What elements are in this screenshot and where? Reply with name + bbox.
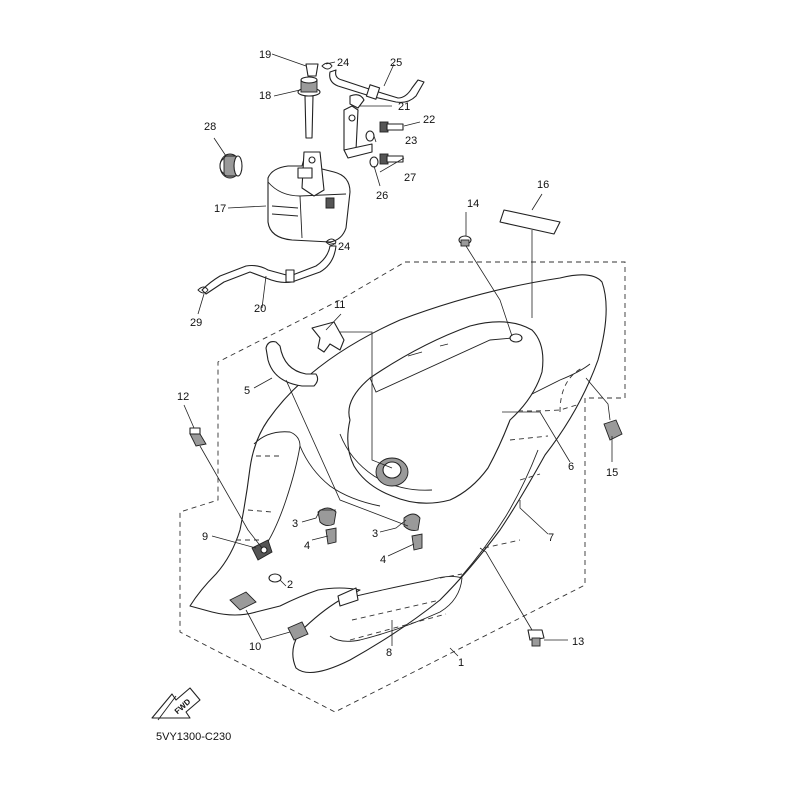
nut-3-right bbox=[403, 513, 421, 531]
callout-4-left: 4 bbox=[304, 540, 310, 552]
leader-lines bbox=[183, 53, 613, 657]
callout-21: 21 bbox=[398, 101, 410, 113]
callout-11: 11 bbox=[334, 299, 345, 311]
callout-10: 10 bbox=[249, 641, 261, 653]
callout-5: 5 bbox=[244, 385, 250, 397]
callout-16: 16 bbox=[537, 179, 549, 191]
fwd-arrow-icon: FWD bbox=[151, 687, 201, 721]
damper-10-b bbox=[287, 621, 309, 641]
callout-28: 28 bbox=[204, 121, 216, 133]
callout-6: 6 bbox=[568, 461, 574, 473]
dipstick-18 bbox=[297, 76, 321, 139]
bracket-11 bbox=[311, 321, 345, 353]
seat-opening bbox=[347, 321, 544, 504]
tank-assembly bbox=[197, 62, 425, 295]
seat-cowl-assembly bbox=[189, 274, 607, 674]
bolt-22 bbox=[379, 121, 404, 133]
callout-4-right: 4 bbox=[380, 554, 386, 566]
screw-13 bbox=[527, 629, 545, 647]
callouts: 19 24 25 18 21 22 28 23 27 26 17 24 20 2… bbox=[177, 49, 618, 669]
callout-29: 29 bbox=[190, 317, 202, 329]
washer-26 bbox=[369, 156, 379, 168]
callout-25: 25 bbox=[390, 57, 402, 69]
screw-4-right bbox=[411, 533, 423, 551]
grommet-28 bbox=[219, 153, 243, 179]
callout-7: 7 bbox=[548, 532, 554, 544]
bolt-27 bbox=[379, 153, 404, 165]
damper-10-a bbox=[229, 591, 257, 611]
callout-17: 17 bbox=[214, 203, 226, 215]
callout-15: 15 bbox=[606, 467, 618, 479]
strip-16 bbox=[499, 209, 561, 235]
clip-19 bbox=[305, 63, 319, 77]
callout-3-left: 3 bbox=[292, 518, 298, 530]
callout-19: 19 bbox=[259, 49, 271, 61]
callout-18: 18 bbox=[259, 90, 271, 102]
callout-22: 22 bbox=[423, 114, 435, 126]
callout-24-bottom: 24 bbox=[338, 241, 350, 253]
callout-27: 27 bbox=[404, 172, 416, 184]
callout-26: 26 bbox=[376, 190, 388, 202]
diagram-code: 5VY1300-C230 bbox=[156, 731, 231, 743]
screw-4-left bbox=[325, 527, 337, 545]
callout-23: 23 bbox=[405, 135, 417, 147]
clip-29 bbox=[197, 286, 209, 294]
clip-24-top bbox=[321, 62, 333, 70]
bolt-12 bbox=[189, 427, 207, 447]
callout-2: 2 bbox=[287, 579, 293, 591]
callout-1: 1 bbox=[458, 657, 464, 669]
callout-12: 12 bbox=[177, 391, 189, 403]
assembly-boundary bbox=[179, 261, 626, 713]
callout-24-top: 24 bbox=[337, 57, 349, 69]
nut-3-left bbox=[317, 507, 337, 527]
callout-20: 20 bbox=[254, 303, 266, 315]
callout-3-right: 3 bbox=[372, 528, 378, 540]
bracket-21 bbox=[343, 105, 359, 155]
callout-9: 9 bbox=[202, 531, 208, 543]
callout-14: 14 bbox=[467, 198, 479, 210]
washer-23 bbox=[365, 130, 375, 142]
clip-15 bbox=[603, 419, 623, 441]
screw-14 bbox=[458, 235, 472, 247]
hardware bbox=[189, 209, 623, 647]
tank-body bbox=[267, 151, 351, 243]
hose-20 bbox=[201, 245, 337, 295]
washer-2 bbox=[268, 573, 282, 583]
side-cover-8 bbox=[329, 575, 463, 642]
hose-5 bbox=[265, 341, 319, 387]
clip-24-bottom bbox=[325, 238, 337, 246]
callout-13: 13 bbox=[572, 636, 584, 648]
callout-8: 8 bbox=[386, 647, 392, 659]
